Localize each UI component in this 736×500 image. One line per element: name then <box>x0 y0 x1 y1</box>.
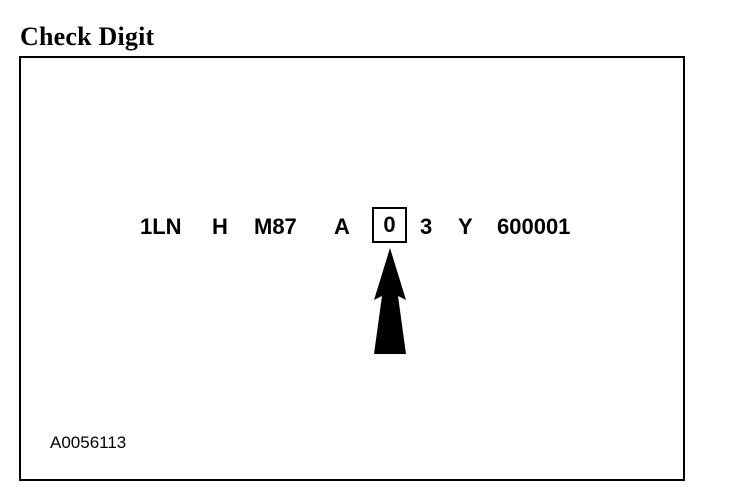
vin-segment-assembly-plant: Y <box>458 214 473 239</box>
vin-segment-check-digit: 0 <box>383 212 396 237</box>
figure-id: A0056113 <box>50 433 127 452</box>
page-title: Check Digit <box>20 22 155 51</box>
vin-segment-line-series-body: M87 <box>254 214 297 239</box>
vin-segment-engine: A <box>334 214 350 239</box>
vin-segment-wmi: 1LN <box>140 214 182 239</box>
vin-segment-model-year: 3 <box>420 214 433 239</box>
vin-segment-restraint: H <box>212 214 228 239</box>
arrow-up-icon <box>374 248 406 354</box>
vin-segment-serial-number: 600001 <box>497 214 571 239</box>
check-digit-highlight-box <box>372 207 407 243</box>
diagram-frame <box>19 56 685 481</box>
